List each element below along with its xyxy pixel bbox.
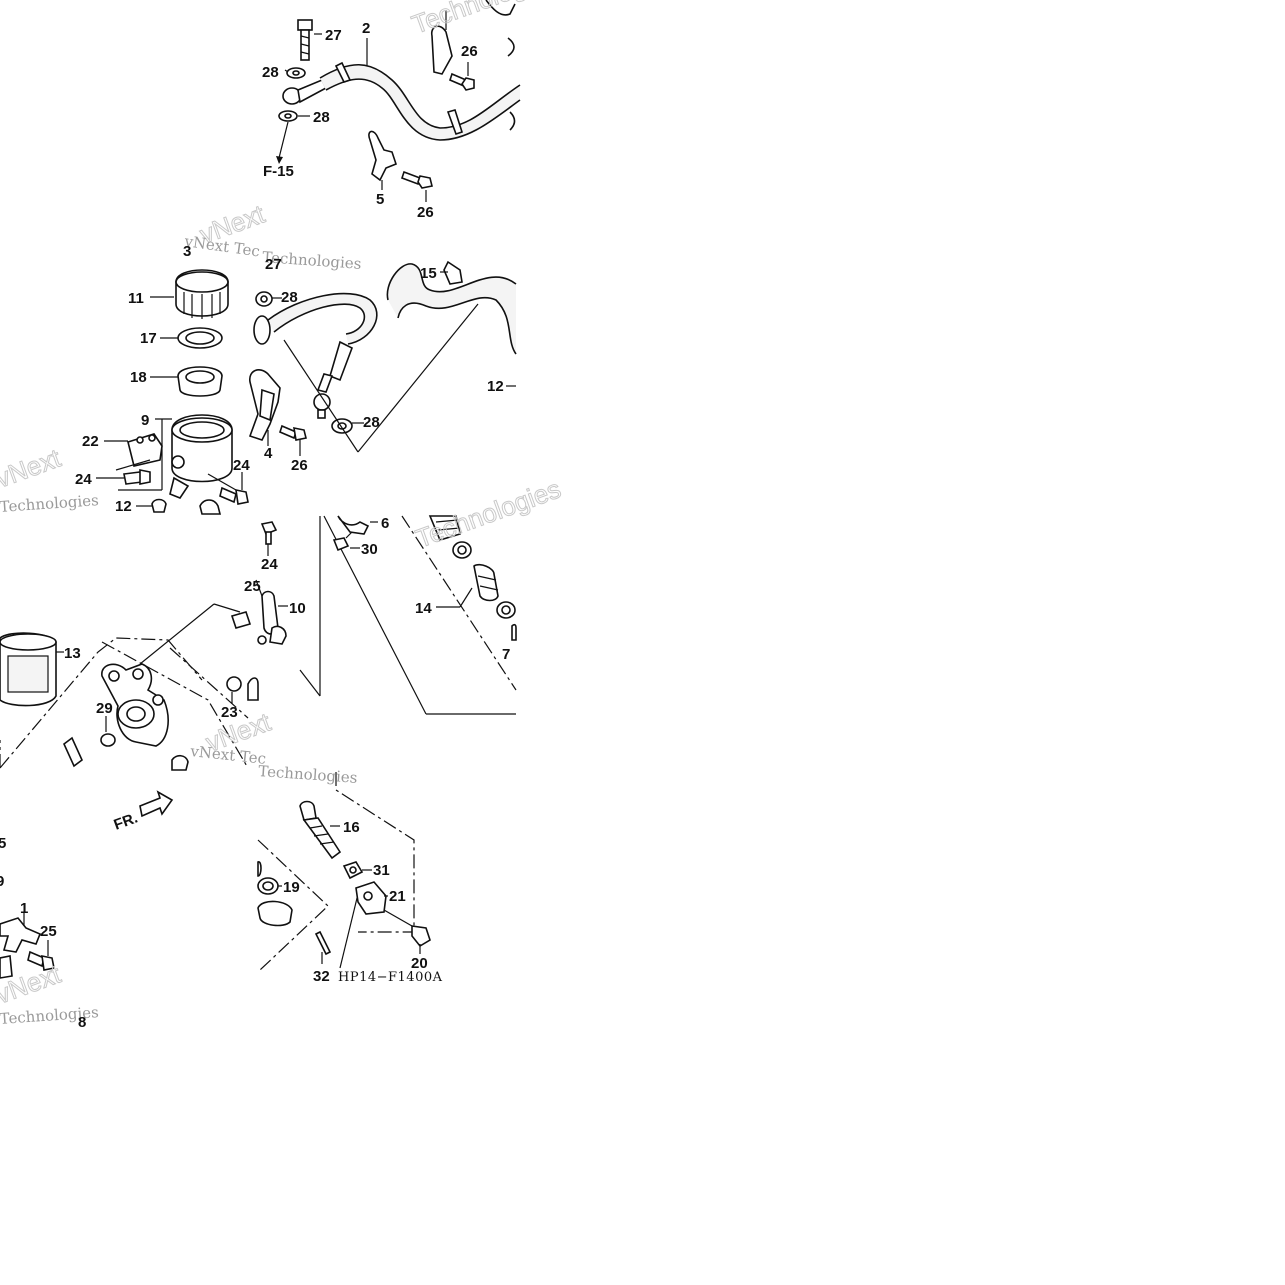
label-13: 13	[64, 645, 81, 662]
tile-hoses	[248, 260, 517, 456]
label-20: 20	[411, 955, 428, 972]
label-4: 4	[264, 445, 273, 462]
label-25: 25	[244, 578, 261, 595]
label-23: 23	[221, 704, 238, 721]
label-16: 16	[343, 819, 360, 836]
pin-20-part	[411, 925, 431, 948]
watermark-text: vNext Tec	[189, 742, 267, 768]
label-2: 2	[362, 20, 370, 37]
label-1: 1	[20, 900, 28, 917]
label-17: 17	[140, 330, 157, 347]
label-8: 8	[78, 1014, 86, 1031]
label-27: 27	[325, 27, 342, 44]
switch-16-part	[299, 800, 342, 860]
label-19: 19	[283, 879, 300, 896]
front-direction-label: FR.	[112, 810, 141, 834]
tile-top-hose	[276, 0, 521, 202]
label-24: 24	[75, 471, 92, 488]
label-11: 11	[128, 290, 144, 307]
label-25: 25	[40, 923, 57, 940]
clamp-5-part	[368, 130, 433, 202]
label-12: 12	[487, 378, 504, 395]
label-9: 9	[141, 412, 149, 429]
ring-29-part	[100, 733, 116, 747]
clamp-6-part	[337, 515, 370, 535]
label-18: 18	[130, 369, 147, 386]
label-32: 32	[313, 968, 330, 985]
label-31: 31	[373, 862, 390, 879]
reservoir-cap-11	[150, 269, 229, 319]
label-21: 21	[389, 888, 406, 905]
diagram-code: HP14−F1400A	[338, 970, 443, 985]
ref-f15: F-15	[263, 163, 294, 180]
watermark-text: Technologies	[258, 762, 358, 787]
label-28: 28	[363, 414, 380, 431]
label-24: 24	[261, 556, 278, 573]
clamp-26-part	[430, 10, 475, 91]
label-26: 26	[417, 204, 434, 221]
label-9-edge: 9	[0, 873, 4, 890]
label-28: 28	[281, 289, 298, 306]
watermark-text: vNext Tec	[182, 232, 261, 261]
tile-master-cylinder	[0, 603, 259, 771]
lever-bracket-1-part	[0, 917, 42, 953]
tile-hose-kit	[255, 515, 517, 715]
label-22: 22	[82, 433, 99, 450]
master-cylinder-part	[101, 663, 169, 747]
label-7: 7	[502, 646, 510, 663]
label-27: 27	[265, 256, 282, 273]
piston-kit-14-part	[428, 515, 517, 641]
label-5-edge: 5	[0, 835, 6, 852]
label-12: 12	[115, 498, 132, 515]
watermark-text: Technologies	[0, 491, 99, 516]
label-6: 6	[381, 515, 389, 532]
front-arrow-icon	[139, 790, 174, 818]
label-26: 26	[461, 43, 478, 60]
clamp-4-part	[248, 369, 307, 456]
label-30: 30	[361, 541, 378, 558]
label-15: 15	[420, 265, 437, 282]
label-5: 5	[376, 191, 384, 208]
label-10: 10	[289, 600, 306, 617]
watermark-text: Technologies	[408, 0, 561, 40]
watermark-text: Technologies	[412, 474, 565, 554]
bushing-23-part	[226, 676, 242, 692]
watermarks: Technologies vNext vNext Tec Technologie…	[0, 0, 565, 1028]
label-29: 29	[96, 700, 113, 717]
watermark-text: vNext	[0, 442, 65, 493]
label-3: 3	[183, 243, 191, 260]
tile-bottom-right	[257, 772, 431, 971]
label-24: 24	[233, 457, 250, 474]
label-14: 14	[415, 600, 432, 617]
label-28: 28	[262, 64, 279, 81]
boot-13-part	[0, 632, 64, 707]
tile-bottom-left	[0, 790, 174, 979]
reservoir-9-part	[118, 414, 233, 499]
label-26: 26	[291, 457, 308, 474]
part-labels: 27 2 28 28 F-15 5 26 26 3 11 17 18 9 22 …	[0, 20, 510, 1031]
bolt-27-part	[297, 19, 322, 61]
tile-reservoir	[96, 269, 249, 515]
cotter-pin-32-part	[314, 930, 332, 956]
label-28: 28	[313, 109, 330, 126]
